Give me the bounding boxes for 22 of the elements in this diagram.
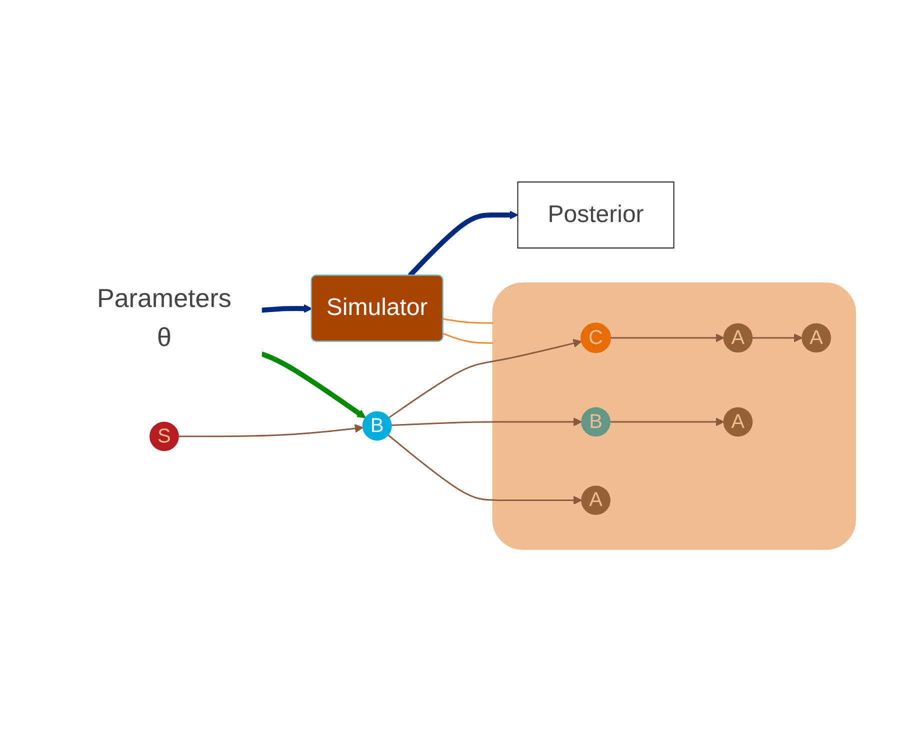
arrow <box>260 352 366 419</box>
connector <box>442 318 494 324</box>
node-circle: A <box>724 408 753 437</box>
node-circle: A <box>581 486 611 516</box>
arrow <box>388 434 582 505</box>
cluster <box>492 282 856 550</box>
arrow <box>610 334 724 343</box>
arrow <box>261 304 313 314</box>
node-circle: S <box>150 422 180 452</box>
connector <box>442 333 494 344</box>
node-circle: B <box>581 408 611 437</box>
arrow <box>178 424 364 438</box>
arrow <box>391 418 582 427</box>
arrow <box>388 339 582 419</box>
node-circle: A <box>802 323 832 353</box>
arrow <box>610 418 724 427</box>
arrow <box>752 334 803 343</box>
node-text: Parameters θ <box>97 284 232 353</box>
node-circle: B <box>362 412 392 441</box>
node-box: Posterior <box>518 182 675 249</box>
node-circle: A <box>724 323 753 353</box>
node-circle: C <box>580 322 612 354</box>
